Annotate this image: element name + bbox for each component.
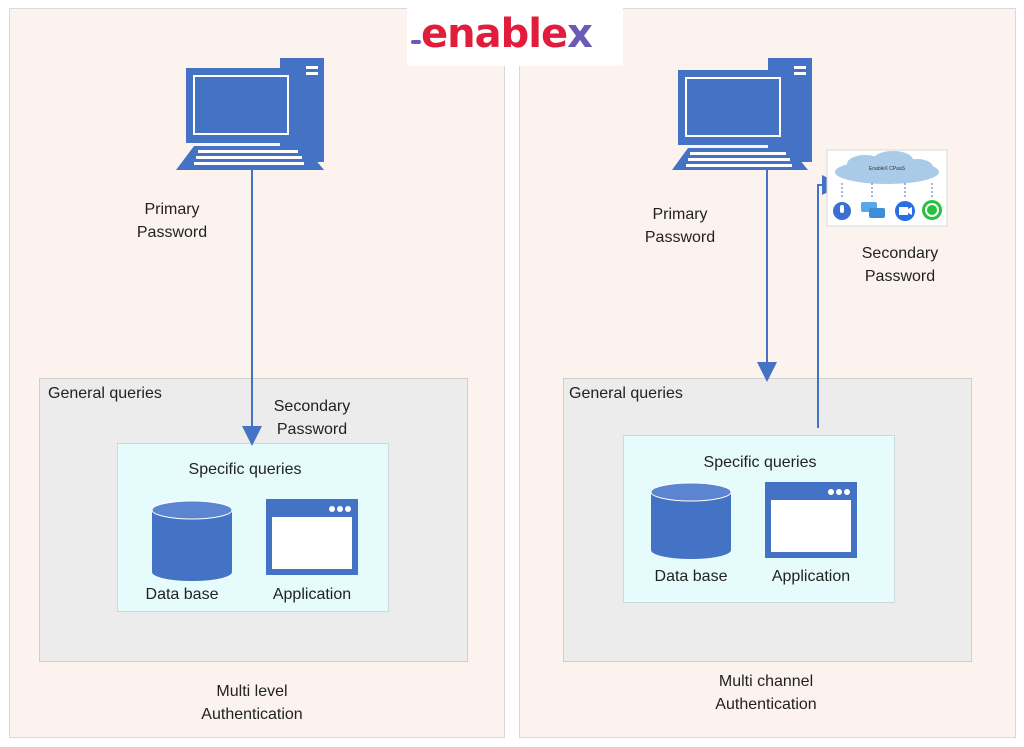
right-general-queries: General queries — [569, 385, 683, 402]
application-window-icon — [765, 482, 857, 558]
computer-icon — [672, 58, 812, 170]
database-icon — [650, 482, 732, 559]
right-database-label: Data base — [654, 568, 728, 585]
logo-text-main: enable — [421, 11, 568, 57]
cloud-cpaas-box — [826, 149, 948, 227]
whatsapp-icon — [922, 200, 942, 220]
logo-text: enablex — [421, 11, 593, 57]
left-general-queries: General queries — [48, 385, 162, 402]
computer-icon — [176, 58, 324, 170]
chat-icon — [861, 202, 885, 218]
microphone-icon — [833, 202, 851, 220]
right-secondary-password: Secondary Password — [861, 245, 939, 285]
left-secondary-password: Secondary Password — [273, 398, 351, 438]
left-specific-queries: Specific queries — [188, 461, 302, 478]
logo-dot — [411, 40, 421, 44]
video-icon — [895, 201, 915, 221]
left-application-label: Application — [272, 586, 352, 603]
right-specific-queries: Specific queries — [703, 454, 817, 471]
database-icon — [151, 500, 233, 581]
right-application-label: Application — [771, 568, 851, 585]
application-window-icon — [266, 499, 358, 575]
left-primary-password: Primary Password — [136, 201, 208, 241]
right-primary-password: Primary Password — [644, 206, 716, 246]
cloud-label: EnableX CPaaS — [868, 166, 906, 172]
logo-text-x: x — [567, 11, 593, 57]
right-caption: Multi channel Authentication — [715, 673, 817, 713]
left-database-label: Data base — [145, 586, 219, 603]
cloud-icon — [835, 151, 939, 184]
enablex-logo: enablex — [407, 7, 623, 66]
left-caption: Multi level Authentication — [201, 683, 303, 723]
